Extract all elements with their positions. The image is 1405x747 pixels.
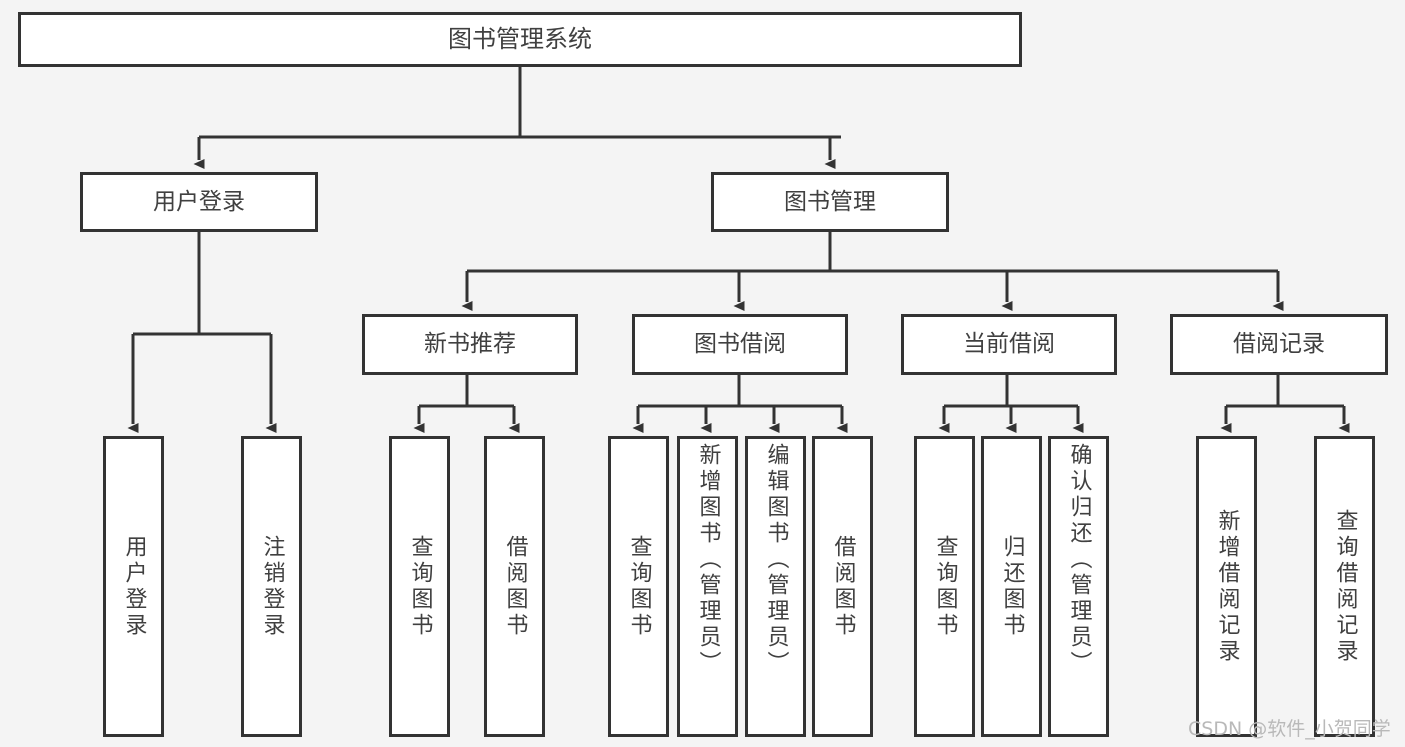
node-borrow-record-label: 借阅记录 xyxy=(1233,331,1325,358)
node-leaf-user-login[interactable]: 用户登录 xyxy=(103,436,164,737)
node-leaf-return-book[interactable]: 归还图书 xyxy=(981,436,1042,737)
node-book-borrow[interactable]: 图书借阅 xyxy=(632,314,848,375)
node-leaf-borrow-book-1-label: 借阅图书 xyxy=(502,534,528,639)
node-leaf-edit-book[interactable]: 编辑图书（管理员） xyxy=(745,436,806,737)
node-root-label: 图书管理系统 xyxy=(448,24,592,53)
node-book-manage-label: 图书管理 xyxy=(784,188,876,215)
node-leaf-confirm-return-label: 确认归还（管理员） xyxy=(1066,443,1092,677)
node-user-login-label: 用户登录 xyxy=(153,188,245,215)
node-leaf-query-book-3[interactable]: 查询图书 xyxy=(914,436,975,737)
node-leaf-query-record-label: 查询借阅记录 xyxy=(1332,508,1358,665)
node-book-borrow-label: 图书借阅 xyxy=(694,331,786,358)
node-new-book-recommend-label: 新书推荐 xyxy=(424,331,516,358)
node-leaf-borrow-book-2[interactable]: 借阅图书 xyxy=(812,436,873,737)
node-book-manage[interactable]: 图书管理 xyxy=(711,172,949,232)
node-leaf-query-book-1-label: 查询图书 xyxy=(407,534,433,639)
node-leaf-add-book-label: 新增图书（管理员） xyxy=(695,443,721,677)
csdn-watermark: CSDN @软件_小贺同学 xyxy=(1188,718,1391,740)
node-leaf-add-record[interactable]: 新增借阅记录 xyxy=(1196,436,1257,737)
node-leaf-query-book-2[interactable]: 查询图书 xyxy=(608,436,669,737)
node-leaf-borrow-book-1[interactable]: 借阅图书 xyxy=(484,436,545,737)
node-borrow-record[interactable]: 借阅记录 xyxy=(1170,314,1388,375)
node-leaf-add-book[interactable]: 新增图书（管理员） xyxy=(677,436,738,737)
node-leaf-user-login-label: 用户登录 xyxy=(121,534,147,639)
node-leaf-query-book-3-label: 查询图书 xyxy=(932,534,958,639)
node-leaf-edit-book-label: 编辑图书（管理员） xyxy=(763,443,789,677)
node-leaf-user-logout-label: 注销登录 xyxy=(259,534,285,639)
node-user-login[interactable]: 用户登录 xyxy=(80,172,318,232)
node-leaf-confirm-return[interactable]: 确认归还（管理员） xyxy=(1048,436,1109,737)
node-current-borrow-label: 当前借阅 xyxy=(963,331,1055,358)
node-root[interactable]: 图书管理系统 xyxy=(18,12,1022,67)
node-leaf-query-book-1[interactable]: 查询图书 xyxy=(389,436,450,737)
node-new-book-recommend[interactable]: 新书推荐 xyxy=(362,314,578,375)
node-leaf-return-book-label: 归还图书 xyxy=(999,534,1025,639)
node-leaf-borrow-book-2-label: 借阅图书 xyxy=(830,534,856,639)
node-leaf-user-logout[interactable]: 注销登录 xyxy=(241,436,302,737)
node-leaf-add-record-label: 新增借阅记录 xyxy=(1214,508,1240,665)
node-leaf-query-book-2-label: 查询图书 xyxy=(626,534,652,639)
node-leaf-query-record[interactable]: 查询借阅记录 xyxy=(1314,436,1375,737)
node-current-borrow[interactable]: 当前借阅 xyxy=(901,314,1117,375)
